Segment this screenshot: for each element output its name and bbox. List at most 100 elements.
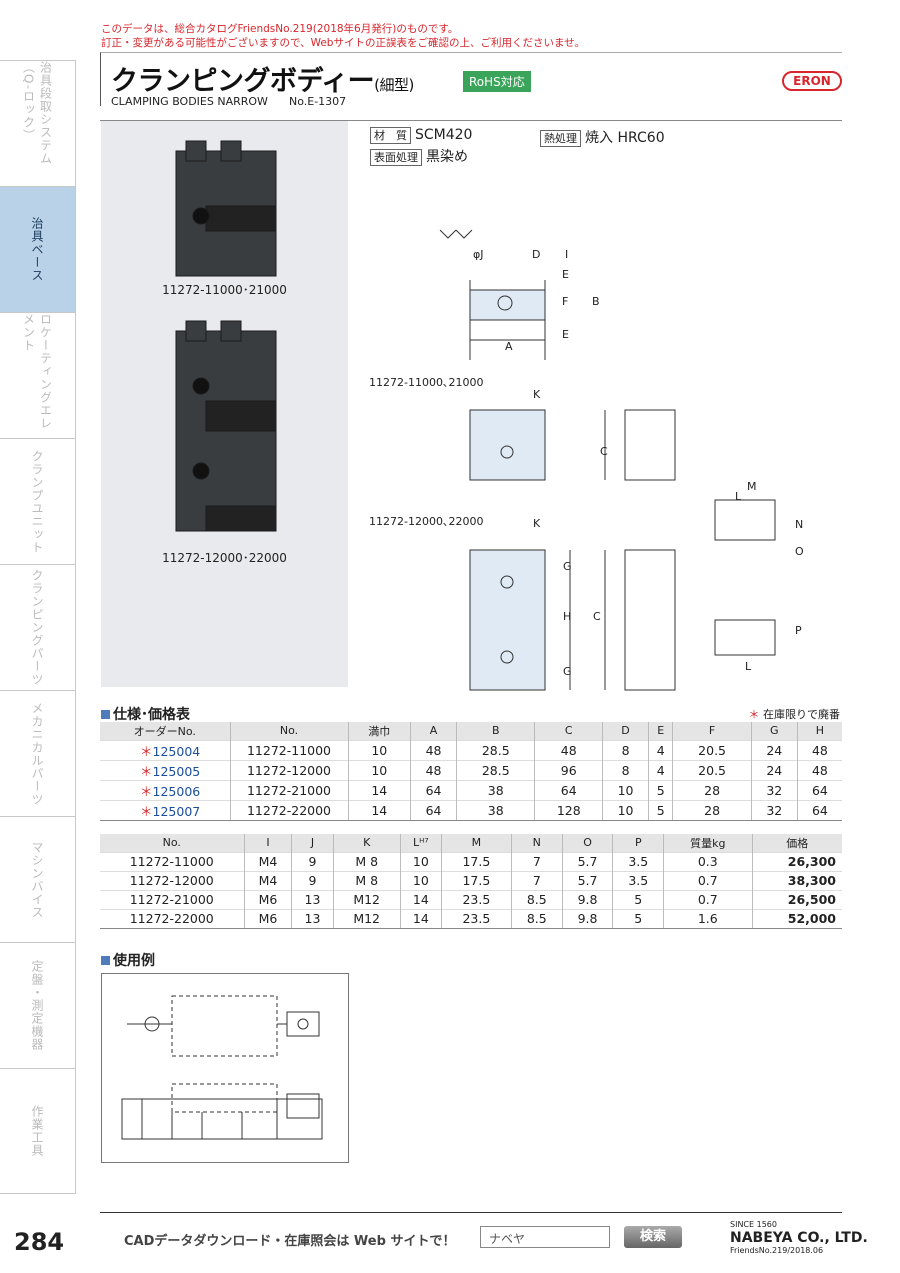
table-cell: 8 <box>602 739 650 760</box>
sidebar-item-label: 作業工具 <box>30 1105 44 1157</box>
col-b: B <box>456 722 536 740</box>
col-d: D <box>602 722 650 740</box>
col-p: P <box>612 834 665 852</box>
note-text: 在庫限りで廃番 <box>763 708 840 721</box>
dim-g: G <box>563 560 572 573</box>
friends-number: FriendsNo.219/2018.06 <box>730 1246 824 1255</box>
table-cell: 7 <box>511 870 563 890</box>
table-cell: 23.5 <box>441 889 512 909</box>
sidebar-item-label: メカニカルパーツ <box>30 701 44 806</box>
spec-surface: 表面処理黒染め <box>370 146 468 166</box>
table-cell: 64 <box>797 779 842 800</box>
order-number[interactable]: 125005 <box>152 763 201 779</box>
usage-heading: 使用例 <box>101 950 155 970</box>
sidebar-item-clamping-parts[interactable]: クランピングパーツ <box>0 564 76 690</box>
order-number[interactable]: 125006 <box>152 783 201 799</box>
table-cell: 28.5 <box>456 739 536 760</box>
table-cell: 11272-22000 <box>100 908 245 929</box>
table-cell: M12 <box>333 889 401 909</box>
sidebar-item-q-lock[interactable]: 治具段取システム（Q-ロック） <box>0 60 76 186</box>
table-cell: 10 <box>602 779 650 800</box>
table-cell: 10 <box>348 739 412 760</box>
sidebar-item-label: 治具ベース <box>30 217 44 282</box>
search-input[interactable]: ナベヤ <box>480 1226 610 1248</box>
table-cell: M4 <box>244 870 293 890</box>
table-cell: 24 <box>751 739 798 760</box>
table-cell: 11272-21000 <box>230 779 349 800</box>
photo-caption-1: 11272-11000･21000 <box>162 283 287 297</box>
sidebar-item-jig-base[interactable]: 治具ベース <box>0 186 76 312</box>
dim-b: B <box>592 295 600 308</box>
dim-l: L <box>745 660 752 673</box>
sidebar-item-label: 治具段取システム（Q-ロック） <box>21 61 53 165</box>
col-n: N <box>511 834 563 852</box>
table-cell: 14 <box>348 799 412 821</box>
table-cell: 13 <box>291 908 334 929</box>
col-order-no: オーダーNo. <box>100 722 231 740</box>
section-title: 仕様･価格表 <box>113 707 190 723</box>
notice-line-1: このデータは、総合カタログFriendsNo.219(2018年6月発行)のもの… <box>101 23 459 35</box>
order-number[interactable]: 125004 <box>152 743 201 759</box>
notice: このデータは、総合カタログFriendsNo.219(2018年6月発行)のもの… <box>101 22 585 50</box>
table-cell: M4 <box>244 851 293 871</box>
col-l: Lᴴ⁷ <box>400 834 442 852</box>
sidebar-item-vise[interactable]: マシンバイス <box>0 816 76 942</box>
table-cell: 9 <box>291 851 334 871</box>
table-cell: M 8 <box>333 870 401 890</box>
sidebar-item-mechanical[interactable]: メカニカルパーツ <box>0 690 76 816</box>
table-header-row: オーダーNo. No. 満巾 A B C D E F G H <box>100 722 842 740</box>
col-f: F <box>672 722 752 740</box>
order-number-cell: ＊125004 <box>100 739 231 760</box>
dim-f: F <box>562 295 568 308</box>
price-cell: 52,000 <box>752 908 842 929</box>
table-cell: 9.8 <box>562 908 614 929</box>
table-cell: 10 <box>348 759 412 780</box>
table-cell: 13 <box>291 889 334 909</box>
company-name: NABEYA CO., LTD. <box>730 1230 868 1246</box>
photo-caption-2: 11272-12000･22000 <box>162 551 287 565</box>
col-h: H <box>797 722 842 740</box>
sidebar-item-measuring[interactable]: 定盤・測定機器 <box>0 942 76 1068</box>
table-cell: 28.5 <box>456 759 536 780</box>
table-cell: 8.5 <box>511 908 563 929</box>
table-cell: 5 <box>612 908 665 929</box>
table-cell: 5.7 <box>562 851 614 871</box>
dim-d: D <box>532 248 540 261</box>
table-cell: 3.5 <box>612 870 665 890</box>
col-e: E <box>648 722 674 740</box>
table-cell: 0.7 <box>663 870 753 890</box>
since-text: SINCE 1560 <box>730 1220 777 1229</box>
star-icon: ＊ <box>140 763 153 779</box>
table-header-row: No. I J K Lᴴ⁷ M N O P 質量kg 価格 <box>100 834 842 852</box>
sidebar-item-tools[interactable]: 作業工具 <box>0 1068 76 1194</box>
col-k: K <box>333 834 401 852</box>
section-title: 使用例 <box>113 953 155 969</box>
star-icon: ＊ <box>748 708 760 721</box>
table-cell: 20.5 <box>672 759 752 780</box>
table-cell: 28 <box>672 779 752 800</box>
col-c: C <box>534 722 604 740</box>
table-cell: 48 <box>797 759 842 780</box>
table-cell: 23.5 <box>441 908 512 929</box>
sidebar-item-label: マシンバイス <box>30 840 44 919</box>
drawing-label-1: 11272-11000､21000 <box>369 376 483 389</box>
sidebar-item-clamp-unit[interactable]: クランプユニット <box>0 438 76 564</box>
table-cell: M 8 <box>333 851 401 871</box>
order-number[interactable]: 125007 <box>152 803 201 819</box>
price-table: No. I J K Lᴴ⁷ M N O P 質量kg 価格 11272-1100… <box>100 834 842 929</box>
footer-divider <box>100 1212 842 1213</box>
rohs-badge: RoHS対応 <box>463 71 531 92</box>
table-cell: 3.5 <box>612 851 665 871</box>
search-button[interactable]: 検索 <box>624 1226 682 1248</box>
table-cell: 5.7 <box>562 870 614 890</box>
title-sub: (細型) <box>374 76 414 94</box>
table-cell: 5 <box>648 779 674 800</box>
sidebar-item-locating[interactable]: ロケーティングエレメント <box>0 312 76 438</box>
discontinued-note: ＊ 在庫限りで廃番 <box>749 706 841 722</box>
dim-l: L <box>735 490 742 503</box>
star-icon: ＊ <box>140 743 153 759</box>
